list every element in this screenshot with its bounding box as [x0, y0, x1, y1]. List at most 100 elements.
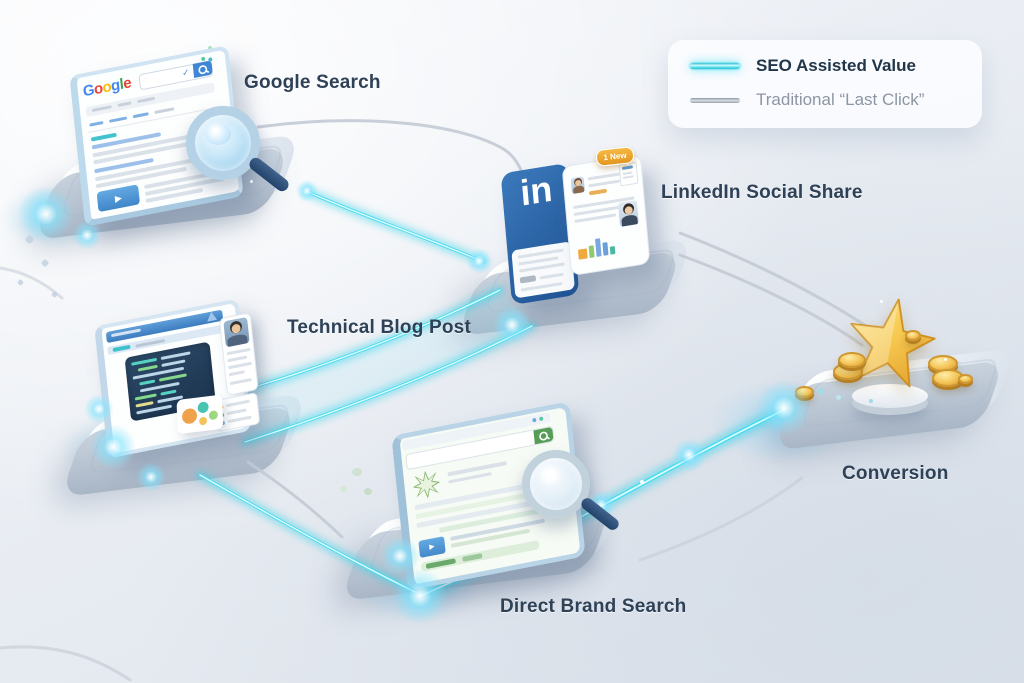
speck — [40, 258, 50, 268]
globe-icon — [205, 123, 231, 145]
code-line — [137, 364, 158, 372]
sparkle-dot — [640, 480, 644, 484]
site-logo-icon — [206, 310, 218, 322]
bar — [228, 370, 245, 377]
bar — [622, 171, 633, 176]
magnifier-icon — [522, 450, 626, 542]
magnifier-lens — [186, 106, 260, 180]
code-line — [139, 379, 156, 386]
avatar — [617, 200, 639, 227]
bar — [109, 116, 128, 123]
coin-icon — [838, 352, 866, 368]
bar — [588, 179, 621, 188]
bar — [226, 408, 247, 416]
droplet — [818, 388, 824, 394]
bar — [132, 112, 149, 119]
author-card — [218, 312, 259, 396]
bar — [227, 415, 252, 424]
bar — [225, 399, 250, 408]
legend-seo-label: SEO Assisted Value — [756, 56, 916, 75]
tag-dot — [197, 401, 209, 414]
chart-bar — [577, 248, 588, 260]
tech-blog-card — [94, 298, 261, 459]
search-icon — [538, 430, 549, 441]
label-google-search: Google Search — [244, 72, 381, 93]
video-thumbnail: ▶ — [418, 536, 446, 559]
label-conversion: Conversion — [842, 463, 949, 484]
linkedin-logo: in — [518, 167, 554, 214]
code-line — [158, 373, 187, 382]
speck — [50, 290, 59, 299]
bar — [228, 361, 252, 370]
sparkle-dot — [532, 250, 535, 253]
legend: SEO Assisted Value Traditional “Last Cli… — [668, 40, 982, 128]
coin-icon — [795, 386, 814, 398]
leaf-speck — [364, 488, 372, 495]
sparkle-dot — [178, 428, 181, 431]
bar — [539, 272, 564, 280]
legend-lastclick-label: Traditional “Last Click” — [756, 90, 925, 109]
linkedin-post-lines — [511, 241, 575, 299]
bar — [621, 165, 634, 171]
seo-line-swatch — [690, 63, 740, 69]
search-button — [533, 426, 554, 445]
code-line — [161, 359, 186, 367]
chart-bar — [602, 242, 609, 256]
sparkle — [672, 438, 706, 472]
legend-item-seo: SEO Assisted Value — [668, 56, 982, 76]
chart-bar — [609, 245, 616, 255]
trophy-star-icon — [850, 298, 936, 388]
droplet — [836, 395, 841, 400]
legend-item-lastclick: Traditional “Last Click” — [668, 90, 982, 110]
code-line — [160, 389, 177, 396]
sparkle-dot — [250, 180, 253, 183]
magnifier-lens — [522, 450, 590, 518]
play-icon: ▶ — [428, 543, 436, 552]
play-icon: ▶ — [114, 192, 123, 204]
search-icon — [197, 63, 208, 75]
video-thumbnail: ▶ — [96, 184, 141, 213]
chart-bar — [595, 238, 602, 257]
linkedin-profile-card — [561, 153, 651, 277]
magnifier-icon — [186, 106, 296, 206]
code-line — [135, 401, 154, 408]
avatar — [223, 316, 250, 348]
lastclick-line-swatch — [690, 97, 740, 103]
sparkle-dot — [944, 358, 947, 361]
bar — [154, 107, 175, 115]
trophy-pedestal — [852, 384, 928, 408]
leaf-speck — [340, 486, 347, 492]
chart-bar — [588, 245, 595, 258]
sparkle — [296, 180, 318, 202]
code-line — [160, 351, 191, 361]
speck — [24, 234, 35, 245]
bar — [588, 188, 608, 196]
sparkle-dot — [880, 300, 883, 303]
tags-card — [176, 394, 224, 435]
lens-shine — [538, 465, 562, 485]
search-button — [192, 60, 213, 78]
bar — [520, 281, 563, 292]
speck — [16, 278, 25, 287]
bar — [229, 377, 252, 386]
tag-dot — [199, 416, 208, 426]
sparkle — [466, 248, 492, 274]
code-line — [134, 393, 157, 401]
label-tech-blog: Technical Blog Post — [287, 317, 471, 338]
label-direct-search: Direct Brand Search — [500, 596, 687, 617]
leaf-speck — [352, 468, 362, 476]
bar — [227, 355, 248, 363]
tag-dot — [208, 410, 218, 421]
droplet — [869, 399, 873, 403]
bar — [622, 175, 634, 179]
magnifier-handle — [246, 155, 292, 194]
label-linkedin: LinkedIn Social Share — [661, 182, 863, 203]
mini-doc-icon — [618, 161, 639, 187]
magnifier-handle — [578, 495, 622, 533]
bar-chart — [577, 229, 621, 260]
coin-icon — [905, 330, 921, 341]
avatar — [570, 176, 585, 195]
bar — [519, 275, 537, 284]
check-icon: ✓ — [181, 66, 190, 79]
